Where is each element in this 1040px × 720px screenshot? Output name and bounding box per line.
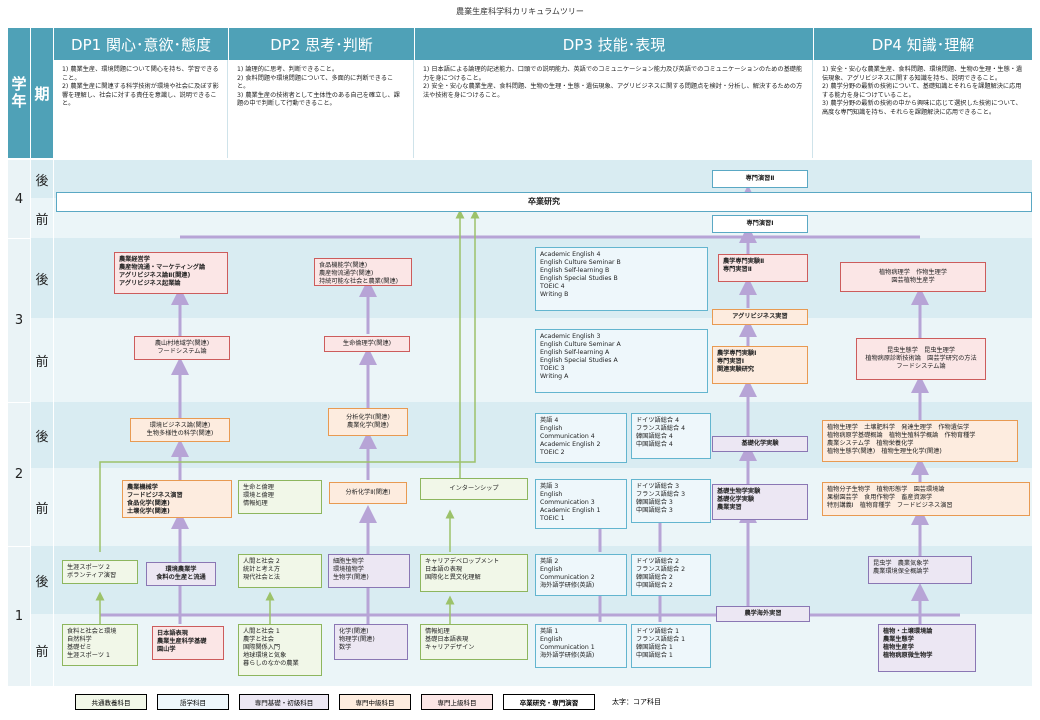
legend-capstone: 卒業研究・専門演習 xyxy=(503,694,595,710)
course-box: Academic English 3 English Culture Semin… xyxy=(535,329,708,393)
course-box: 生命と倫理 環境と倫理 情報処理 xyxy=(238,480,322,514)
course-box: 植物・土壌環境論 農業生態学 植物生産学 植物病原微生物学 xyxy=(878,624,976,672)
term-y4-late: 後 xyxy=(31,160,53,198)
internship-box: インターンシップ xyxy=(420,478,528,500)
course-box: 環境ビジネス論(関連) 生物多様性の科学(関連) xyxy=(130,418,230,442)
year-2: 2 xyxy=(8,402,30,546)
year-4: 4 xyxy=(8,160,30,238)
course-box: 昆虫学 農業気象学 農業環境保全概論学 xyxy=(868,556,972,584)
course-box: 英語 1 English Communication 1 海外語学研修(英語) xyxy=(535,624,627,668)
course-box: 基礎生物学実験 基礎化学実験 農業実習 xyxy=(712,484,808,520)
band-y4-late xyxy=(54,160,1032,198)
course-box: 食品機能学(関連) 農産物流通学(関連) 持続可能な社会と農業(関連) xyxy=(314,258,412,286)
course-box: アグリビジネス実習 xyxy=(712,309,808,325)
course-box: 人間と社会 1 農学と社会 国際関係入門 地球環境と気象 暮らしのなかの農業 xyxy=(238,624,322,676)
term-y1-late: 後 xyxy=(31,546,53,614)
course-box: 植物分子生物学 植物形態学 園芸環境論 果樹園芸学 食用作物学 畜産資源学 特別… xyxy=(822,482,1030,516)
course-box: 細胞生物学 環境植物学 生物学(関連) xyxy=(328,554,410,588)
seminar-2-box: 専門演習Ⅱ xyxy=(712,170,808,188)
term-y3-late: 後 xyxy=(31,238,53,318)
legend-advanced: 専門上級科目 xyxy=(421,694,493,710)
course-box: ドイツ語総合 3 フランス語総合 3 韓国語総合 3 中国語総合 3 xyxy=(631,479,711,523)
seminar-1-box: 専門演習Ⅰ xyxy=(712,215,808,233)
dp3-description: 1) 日本語による論理的記述能力、口頭での説明能力、英語でのコミュニケーション能… xyxy=(415,60,813,158)
legend-intermediate: 専門中級科目 xyxy=(339,694,411,710)
year-3: 3 xyxy=(8,238,30,402)
course-box: ドイツ語総合 2 フランス語総合 2 韓国語総合 2 中国語総合 2 xyxy=(631,554,711,596)
course-box: 分析化学Ⅰ(関連) 農業化学(関連) xyxy=(328,408,408,436)
course-box: 農業機械学 フードビジネス演習 食品化学(関連) 土壌化学(関連) xyxy=(122,480,232,518)
term-y4-early: 前 xyxy=(31,198,53,238)
course-box: 食料と社会と環境 自然科学 基礎ゼミ 生涯スポーツ 1 xyxy=(62,624,138,666)
term-y2-late: 後 xyxy=(31,402,53,468)
course-box: 日本語表現 農業生産科学基礎 園山学 xyxy=(152,626,224,660)
course-box: ドイツ語総合 4 フランス語総合 4 韓国語総合 4 中国語総合 4 xyxy=(631,413,711,459)
course-box: 英語 3 English Communication 3 Academic En… xyxy=(535,479,627,529)
course-box: 生涯スポーツ 2 ボランティア演習 xyxy=(62,560,138,584)
course-box: 農学専門実験Ⅰ 専門実習Ⅰ 関連実験研究 xyxy=(712,346,808,384)
term-header: 期 xyxy=(31,28,53,158)
course-box: 英語 4 English Communication 4 Academic En… xyxy=(535,413,627,463)
course-box: 農業経営学 農産物流通・マーケティング論 アグリビジネス論Ⅱ(関連) アグリビジ… xyxy=(114,252,228,294)
legend-language: 語学科目 xyxy=(157,694,229,710)
course-box: 植物生理学 土壌肥料学 発達生理学 作物遺伝学 植物病原学基礎概論 植物生殖科学… xyxy=(822,420,1018,462)
dp2-header: DP2 思考･判断 xyxy=(229,28,414,60)
course-box: 基礎化学実験 xyxy=(712,436,808,452)
dp1-header: DP1 関心･意欲･態度 xyxy=(54,28,228,60)
course-box: 環境農業学 食料の生産と流通 xyxy=(146,562,216,586)
dp2-description: 1) 論理的に思考、判断できること。 2) 食料問題や環境問題について、多面的に… xyxy=(229,60,414,158)
course-box: キャリアデベロップメント 日本語の表現 国際化と異文化理解 xyxy=(420,554,528,592)
term-header-label: 期 xyxy=(34,84,50,103)
course-box: Academic English 4 English Culture Semin… xyxy=(535,247,708,311)
page-title: 農業生産科学科カリキュラムツリー xyxy=(456,7,584,16)
dp4-header: DP4 知識･理解 xyxy=(814,28,1032,60)
term-y1-early: 前 xyxy=(31,614,53,686)
legend-basic-specialized: 専門基礎・初級科目 xyxy=(239,694,329,710)
term-y3-early: 前 xyxy=(31,318,53,402)
dp4-description: 1) 安全・安心な農業生産、食料問題、環境問題、生物の生理・生態・遺伝現象、アグ… xyxy=(814,60,1032,158)
course-box: 人間と社会 2 統計と考え方 現代社会と法 xyxy=(238,554,322,588)
course-box: 英語 2 English Communication 2 海外語学研修(英語) xyxy=(535,554,627,596)
legend-core-note: 太字：コア科目 xyxy=(612,698,661,706)
course-box: 化学(関連) 物理学(関連) 数学 xyxy=(334,624,408,660)
graduation-research-box: 卒業研究 xyxy=(56,192,1032,212)
course-box: 農学専門実験Ⅱ 専門実習Ⅱ xyxy=(718,254,808,282)
course-box: 農学海外実習 xyxy=(716,606,810,622)
course-box: 情報処理 基礎日本語表現 キャリアデザイン xyxy=(420,624,528,660)
dp3-header: DP3 技能･表現 xyxy=(415,28,813,60)
term-y2-early: 前 xyxy=(31,468,53,546)
course-box: 農山村地域学(関連) フードシステム論 xyxy=(134,336,230,360)
year-header: 学年 xyxy=(8,28,30,158)
course-box: 生命倫理学(関連) xyxy=(324,336,410,352)
course-box: 植物病理学 作物生理学 園芸植物生産学 xyxy=(840,262,986,292)
year-1: 1 xyxy=(8,546,30,686)
course-box: ドイツ語総合 1 フランス語総合 1 韓国語総合 1 中国語総合 1 xyxy=(631,624,711,668)
course-box: 昆虫生態学 昆虫生理学 植物病原診断技術論 園芸学研究の方法 フードシステム論 xyxy=(856,338,986,380)
year-header-label: 学年 xyxy=(9,76,28,110)
course-box: 分析化学Ⅱ(関連) xyxy=(329,482,407,504)
legend-common-education: 共通教養科目 xyxy=(75,694,147,710)
dp1-description: 1) 農業生産、環境問題について関心を持ち、学習できること。 2) 農業生産に関… xyxy=(54,60,228,158)
